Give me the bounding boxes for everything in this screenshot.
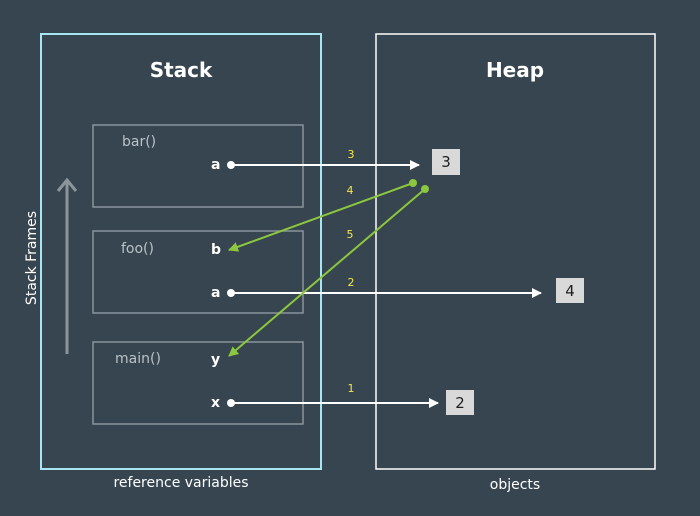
heap-object-2-value: 2 <box>455 394 465 412</box>
heap-object-3: 3 <box>432 149 460 175</box>
reference-arrow-4 <box>228 179 417 252</box>
stack-panel <box>40 33 322 470</box>
step-label-2: 2 <box>348 276 355 289</box>
frame-main-label: main() <box>115 351 161 367</box>
stack-frames-label: Stack Frames <box>24 211 40 305</box>
reference-arrow-5 <box>228 185 429 357</box>
frame-foo <box>92 230 304 314</box>
var-main-x: x <box>211 395 220 411</box>
frame-main <box>92 341 304 425</box>
heap-object-4-value: 4 <box>565 282 575 300</box>
frame-bar-label: bar() <box>122 134 156 150</box>
step-label-3: 3 <box>348 148 355 161</box>
heap-title: Heap <box>486 58 544 82</box>
reference-arrow-3 <box>227 160 420 170</box>
heap-object-4: 4 <box>556 278 584 303</box>
stack-title: Stack <box>150 58 213 82</box>
step-label-5: 5 <box>347 228 354 241</box>
heap-object-3-value: 3 <box>441 153 451 171</box>
var-main-y: y <box>211 352 220 368</box>
heap-object-2: 2 <box>446 390 474 415</box>
stack-growth-arrow <box>56 177 78 354</box>
heap-caption: objects <box>490 477 540 493</box>
reference-arrow-1 <box>227 398 439 408</box>
step-label-1: 1 <box>348 382 355 395</box>
var-foo-b: b <box>211 242 221 258</box>
stack-caption: reference variables <box>113 475 248 491</box>
frame-foo-label: foo() <box>121 241 154 257</box>
var-foo-a: a <box>211 285 220 301</box>
step-label-4: 4 <box>347 184 354 197</box>
var-bar-a: a <box>211 157 220 173</box>
reference-arrow-2 <box>227 288 542 298</box>
heap-panel <box>375 33 656 470</box>
